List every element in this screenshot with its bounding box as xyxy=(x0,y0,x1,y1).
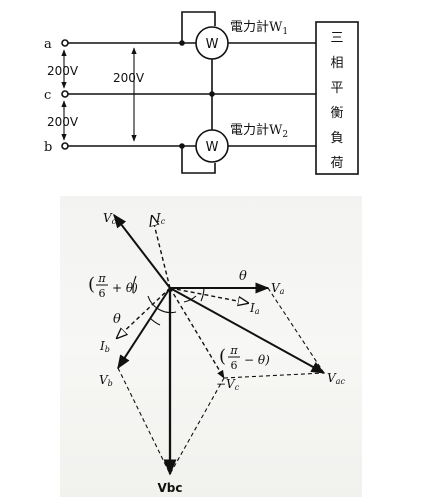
meter1-current-coil xyxy=(181,11,216,43)
construct-vb-vbc xyxy=(117,367,171,475)
load-char-4: 衡 xyxy=(330,106,343,121)
load-char-6: 荷 xyxy=(330,156,343,171)
label-vb: Vb xyxy=(99,373,113,388)
label-v-cb: 200V xyxy=(47,115,79,129)
meter2-label: 電力計W2 xyxy=(230,122,288,140)
meter1-symbol: W xyxy=(206,37,219,52)
construct-mvc-vbc xyxy=(169,377,225,475)
label-ia: Ia xyxy=(249,301,260,316)
meter1-circle xyxy=(195,26,229,60)
angle-arc-theta-a xyxy=(200,287,205,302)
terminal-c xyxy=(61,90,69,98)
load-char-5: 負 xyxy=(330,131,343,146)
terminal-b xyxy=(61,142,69,150)
label-c: c xyxy=(44,88,51,103)
terminal-a xyxy=(61,39,69,47)
label-a: a xyxy=(44,37,52,52)
label-ic: Ic xyxy=(155,211,166,226)
construct-va-vac xyxy=(267,287,325,374)
label-vc: Vc xyxy=(103,211,117,226)
phasor-diagram xyxy=(113,213,326,476)
svg-text:(: ( xyxy=(219,346,226,367)
angle-arc-2 xyxy=(183,295,197,303)
label-va: Va xyxy=(271,281,285,296)
label-vac: Vac xyxy=(327,371,345,386)
meter1-label: 電力計W1 xyxy=(230,19,288,37)
phasor-ic xyxy=(152,216,171,289)
svg-text:π: π xyxy=(229,344,238,357)
svg-text:− θ): − θ) xyxy=(244,353,270,367)
label-theta-a: θ xyxy=(239,269,247,284)
load-text: 三 相 平 衡 負 荷 xyxy=(330,31,343,171)
angle-label-pi6-minus-theta: ( π 6 − θ) xyxy=(219,344,270,372)
label-v-ab: 200V xyxy=(113,71,145,85)
angle-label-pi6-plus-theta: ( π 6 + θ) xyxy=(88,272,138,300)
label-v-ac: 200V xyxy=(47,64,79,78)
phasor-minus-vc xyxy=(169,287,225,379)
phasor-ia xyxy=(169,287,248,303)
angle-arc-3 xyxy=(132,275,137,294)
svg-text:6: 6 xyxy=(99,287,106,300)
construct-mvc-vac xyxy=(223,372,325,379)
label-theta-b: θ xyxy=(113,312,121,327)
phasor-vc xyxy=(113,213,171,289)
junction-a xyxy=(179,40,185,46)
svg-text:+ θ): + θ) xyxy=(112,281,138,295)
svg-text:6: 6 xyxy=(231,359,238,372)
load-char-1: 三 xyxy=(330,31,343,46)
junction-b xyxy=(179,143,185,149)
angle-arc-theta-b xyxy=(149,317,161,326)
load-char-3: 平 xyxy=(330,81,343,96)
angle-arc-1 xyxy=(147,295,177,314)
meter2-symbol: W xyxy=(206,140,219,155)
label-vbc: Vbc xyxy=(158,481,183,495)
meter2-circle xyxy=(195,129,229,163)
svg-text:(: ( xyxy=(88,274,95,295)
label-b: b xyxy=(44,140,52,155)
meter2-current-coil xyxy=(181,146,216,174)
circuit-diagram xyxy=(61,11,359,175)
junction-c xyxy=(209,91,215,97)
load-box xyxy=(315,21,359,175)
label-minus-vc: −Vc xyxy=(216,377,240,392)
label-ib: Ib xyxy=(99,339,110,354)
phasor-vac xyxy=(169,287,326,374)
phasor-ib xyxy=(117,287,171,338)
svg-text:π: π xyxy=(97,272,106,285)
phasor-vb xyxy=(117,287,171,370)
load-char-2: 相 xyxy=(330,56,343,71)
phasor-diagram-photo xyxy=(60,196,362,497)
